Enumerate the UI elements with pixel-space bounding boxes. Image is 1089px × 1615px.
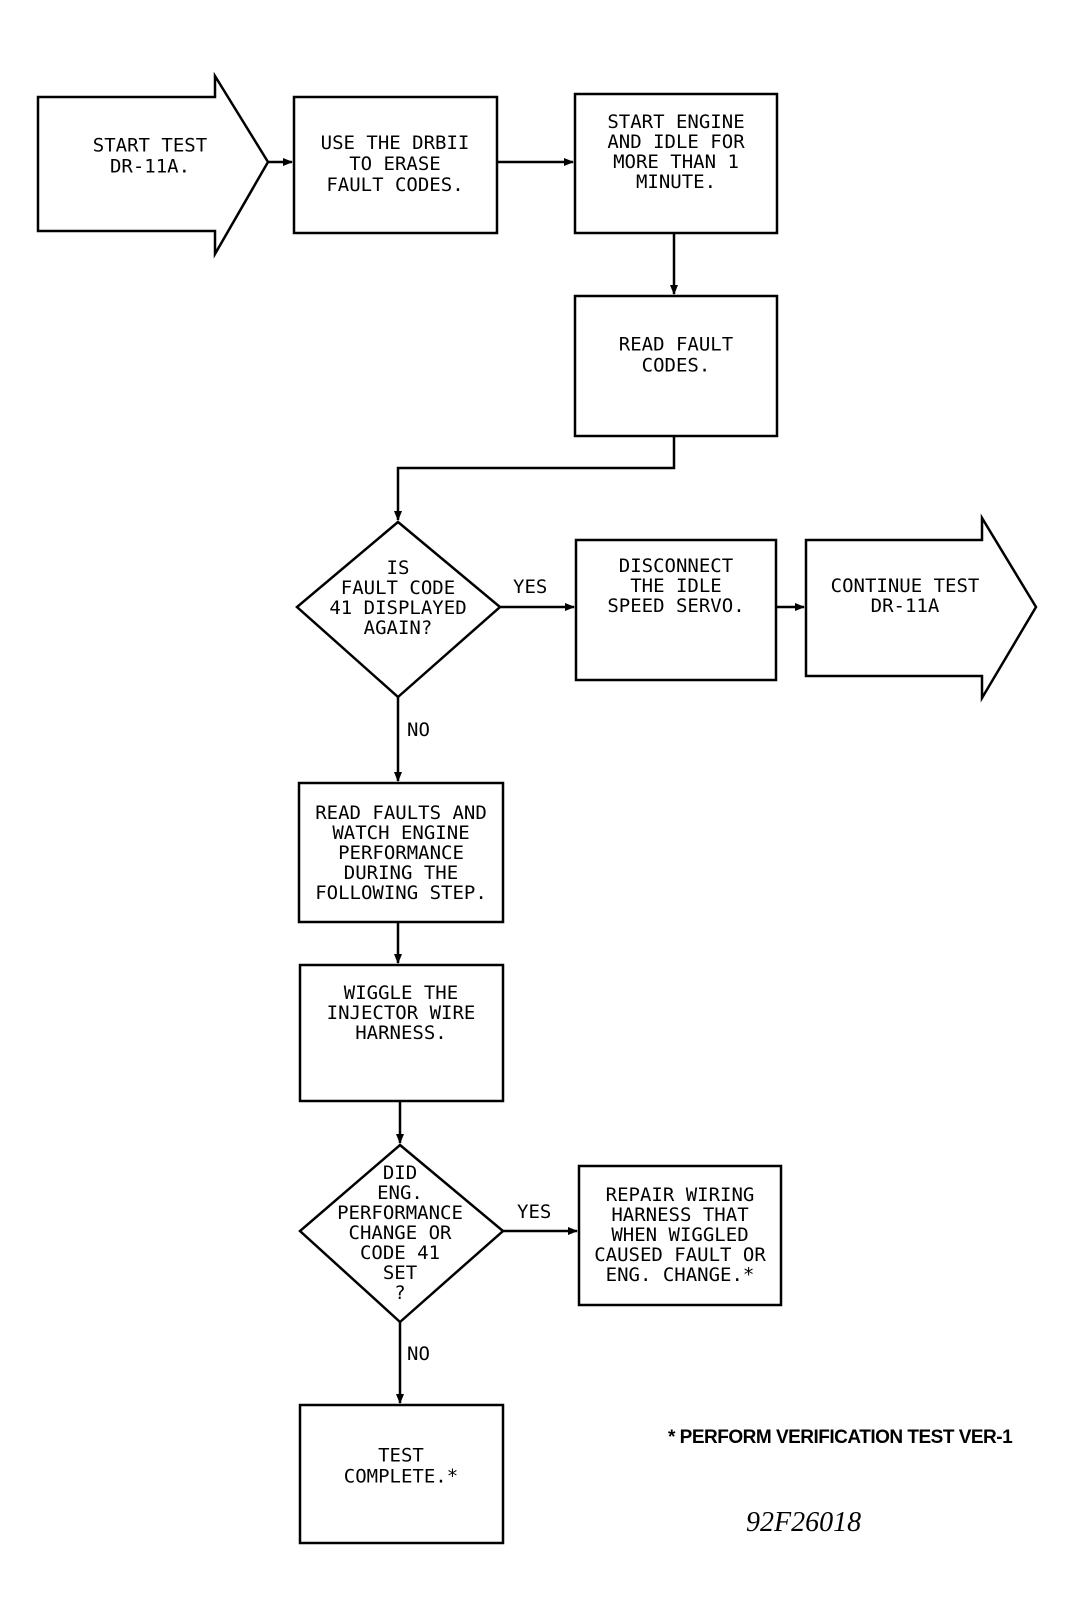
yes-label-decision-change: YES	[517, 1201, 551, 1223]
text-line: AGAIN?	[364, 617, 433, 639]
connectors	[268, 158, 805, 1404]
text-line: READ FAULT	[619, 334, 733, 356]
read-codes-box	[573, 294, 779, 438]
text-line: DURING THE	[344, 862, 458, 884]
text-line: TO ERASE	[349, 153, 441, 175]
edge-read-codes-to-decision-41	[394, 436, 676, 521]
text-line: HARNESS THAT	[611, 1204, 748, 1226]
text-line: MORE THAN 1	[613, 151, 739, 173]
text-line: 41 DISPLAYED	[329, 597, 466, 619]
text-line: ?	[394, 1282, 405, 1304]
text-line: READ FAULTS AND	[315, 802, 487, 824]
text-line: COMPLETE.*	[344, 1466, 458, 1488]
text-line: DR-11A.	[110, 156, 190, 178]
decision-change-diamond	[298, 1143, 505, 1324]
yes-label-decision-41: YES	[513, 576, 547, 598]
text-line: WHEN WIGGLED	[611, 1224, 748, 1246]
disconnect-servo-box	[574, 538, 778, 682]
text-line: INJECTOR WIRE	[327, 1002, 476, 1024]
text-line: IS	[387, 557, 410, 579]
text-line: DID	[383, 1162, 417, 1184]
read-faults-watch-box	[297, 781, 505, 924]
test-complete-box	[298, 1403, 505, 1545]
text-line: CAUSED FAULT OR	[594, 1244, 766, 1266]
no-label-decision-41: NO	[407, 719, 430, 741]
text-line: THE IDLE	[630, 575, 722, 597]
text-line: CODES.	[642, 355, 711, 377]
text-line: FAULT CODE	[341, 577, 455, 599]
text-line: PERFORMANCE	[338, 842, 464, 864]
text-line: PERFORMANCE	[337, 1202, 463, 1224]
text-line: SET	[383, 1262, 417, 1284]
repair-harness-box	[577, 1164, 783, 1307]
text-line: DR-11A	[871, 595, 940, 617]
text-line: AND IDLE FOR	[607, 131, 745, 153]
text-line: MINUTE.	[636, 171, 716, 193]
wiggle-harness-box	[298, 963, 505, 1103]
text-line: CODE 41	[360, 1242, 440, 1264]
text-line: ENG.	[377, 1182, 423, 1204]
text-line: START ENGINE	[607, 111, 744, 133]
text-line: CONTINUE TEST	[831, 575, 980, 597]
text-line: START TEST	[93, 135, 207, 157]
text-line: SPEED SERVO.	[607, 595, 744, 617]
decision-41-diamond	[295, 520, 502, 699]
start-test-arrow-shape	[36, 71, 270, 259]
start-engine-box	[573, 92, 779, 235]
text-line: ENG. CHANGE.*	[606, 1264, 755, 1286]
text-line: WATCH ENGINE	[332, 822, 469, 844]
footnote: * PERFORM VERIFICATION TEST VER-1	[668, 1427, 1013, 1448]
erase-codes-box	[292, 95, 499, 235]
text-line: DISCONNECT	[619, 555, 733, 577]
text-line: HARNESS.	[355, 1022, 447, 1044]
text-line: TEST	[378, 1445, 424, 1467]
continue-test-arrow-shape	[804, 513, 1038, 703]
text-line: WIGGLE THE	[344, 982, 458, 1004]
text-line: FAULT CODES.	[326, 174, 463, 196]
text-line: FOLLOWING STEP.	[315, 882, 487, 904]
no-label-decision-change: NO	[407, 1343, 430, 1365]
text-line: USE THE DRBII	[321, 132, 470, 154]
text-line: CHANGE OR	[349, 1222, 453, 1244]
figure-id: 92F26018	[746, 1507, 862, 1538]
text-line: REPAIR WIRING	[606, 1184, 755, 1206]
